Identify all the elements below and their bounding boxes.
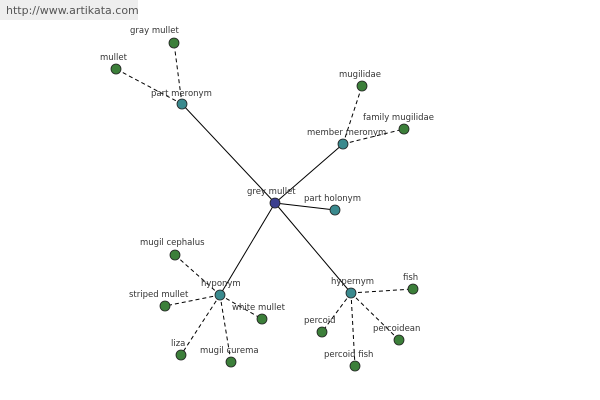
term-label-mugilidae: mugilidae: [339, 70, 381, 80]
edges-group: [115, 42, 414, 367]
relation-label-hyponym: hyponym: [201, 279, 241, 289]
edge-part-meronym: [181, 103, 276, 204]
edge-liza: [180, 294, 221, 356]
relation-node-member-meronym: [337, 138, 349, 150]
edge-mullet: [115, 68, 183, 105]
term-node-mugilidae: [356, 80, 368, 92]
url-text: http://www.artikata.com: [6, 4, 139, 17]
edge-mugilidae: [342, 85, 363, 145]
edge-part-holonym: [274, 202, 336, 211]
edge-gray-mullet: [173, 42, 183, 105]
term-node-liza: [175, 349, 187, 361]
term-node-percoid: [316, 326, 328, 338]
term-label-percoid-fish: percoid fish: [324, 350, 373, 360]
term-label-family-mugilidae: family mugilidae: [363, 113, 434, 123]
relation-label-hypernym: hypernym: [331, 277, 374, 287]
edge-percoid-fish: [350, 292, 356, 367]
term-label-mugil-curema: mugil curema: [200, 346, 259, 356]
relation-label-part-holonym: part holonym: [304, 194, 361, 204]
term-node-fish: [407, 283, 419, 295]
term-label-percoid: percoid: [304, 316, 336, 326]
term-label-mugil-cephalus: mugil cephalus: [140, 238, 205, 248]
term-label-fish: fish: [403, 273, 418, 283]
labels-group: grey mullet part meronym member meronym par…: [100, 26, 434, 360]
term-node-mugil-curema: [225, 356, 237, 368]
root-node-grey-mullet: [269, 197, 281, 209]
nodes-group: [110, 37, 419, 372]
edge-member-meronym: [274, 143, 344, 204]
url-watermark: http://www.artikata.com: [0, 0, 139, 20]
term-label-gray-mullet: gray mullet: [130, 26, 179, 36]
relation-label-member-meronym: member meronym: [307, 128, 386, 138]
edge-mugil-cephalus: [174, 254, 221, 296]
term-node-percoidean: [393, 334, 405, 346]
relation-label-part-meronym: part meronym: [151, 89, 212, 99]
term-label-percoidean: percoidean: [373, 324, 420, 334]
term-label-liza: liza: [171, 339, 185, 349]
edge-family-mugilidae: [342, 128, 405, 145]
term-node-percoid-fish: [349, 360, 361, 372]
term-node-mullet: [110, 63, 122, 75]
term-node-white-mullet: [256, 313, 268, 325]
term-node-family-mugilidae: [398, 123, 410, 135]
term-node-striped-mullet: [159, 300, 171, 312]
relation-node-hyponym: [214, 289, 226, 301]
edge-white-mullet: [219, 294, 263, 320]
term-label-mullet: mullet: [100, 53, 128, 63]
edge-hyponym: [219, 202, 276, 296]
relation-node-part-meronym: [176, 98, 188, 110]
edge-fish: [350, 288, 414, 294]
edge-striped-mullet: [164, 294, 221, 307]
term-node-mugil-cephalus: [169, 249, 181, 261]
edge-hypernym: [274, 202, 352, 294]
edge-percoid: [321, 292, 352, 333]
relation-node-hypernym: [345, 287, 357, 299]
term-label-striped-mullet: striped mullet: [129, 290, 189, 300]
edge-mugil-curema: [219, 294, 232, 363]
term-label-white-mullet: white mullet: [232, 303, 286, 313]
relation-node-part-holonym: [329, 204, 341, 216]
term-node-gray-mullet: [168, 37, 180, 49]
root-label: grey mullet: [247, 187, 296, 197]
